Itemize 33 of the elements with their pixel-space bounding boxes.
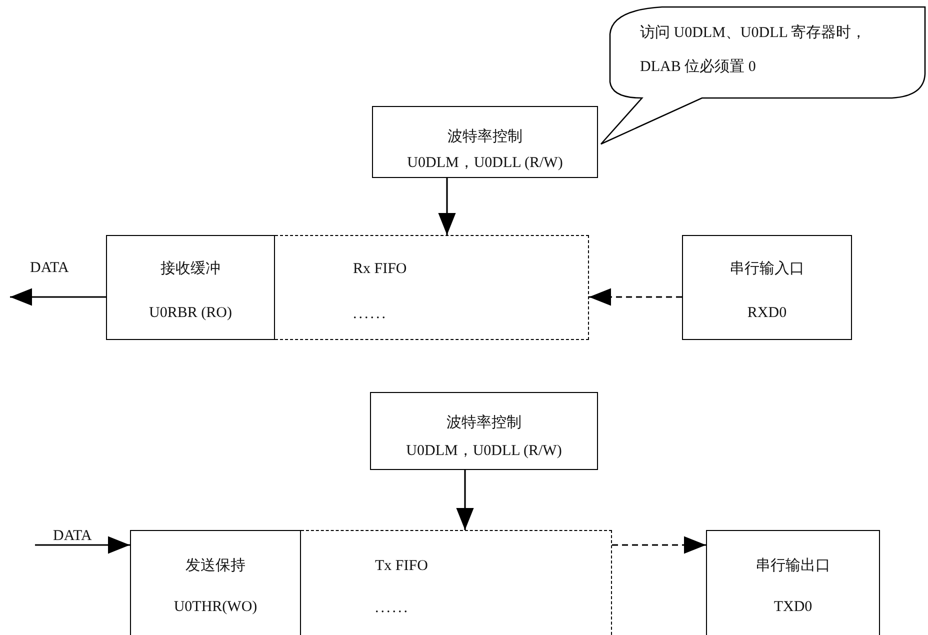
register-box: [370, 392, 598, 470]
box-title: Rx FIFO: [353, 260, 407, 279]
box-title: 接收缓冲: [160, 260, 222, 279]
register-name: ......: [375, 599, 410, 618]
port-box: [706, 530, 880, 635]
register-box: [106, 235, 275, 340]
arrow: [456, 470, 474, 530]
register-name: TXD0: [772, 598, 814, 617]
register-name: RXD0: [746, 304, 788, 323]
fifo-box: [275, 235, 589, 340]
register-name: U0DLM，U0DLL (R/W): [406, 154, 564, 173]
register-name: U0THR(WO): [172, 598, 258, 617]
register-name: ......: [353, 305, 388, 324]
box-title: 发送保持: [184, 556, 246, 576]
box-title: 波特率控制: [446, 413, 522, 433]
register-box: [372, 106, 598, 178]
callout-text: 访问 U0DLM、U0DLL 寄存器时，DLAB 位必须置 0: [640, 23, 868, 77]
signal-label: DATA: [30, 259, 69, 278]
box-title: 串行输入口: [728, 260, 806, 279]
register-name: U0RBR (RO): [148, 304, 233, 323]
arrow: [589, 288, 682, 306]
port-box: [682, 235, 852, 340]
arrow: [612, 536, 706, 554]
arrow: [10, 288, 106, 306]
fifo-box: [301, 530, 612, 635]
arrow: [438, 178, 456, 235]
box-title: Tx FIFO: [375, 557, 428, 576]
signal-label: DATA: [53, 527, 92, 546]
register-name: U0DLM，U0DLL (R/W): [405, 442, 563, 461]
box-title: 波特率控制: [446, 127, 524, 147]
box-title: 串行输出口: [754, 556, 832, 576]
arrow: [35, 536, 130, 554]
register-box: [130, 530, 301, 635]
